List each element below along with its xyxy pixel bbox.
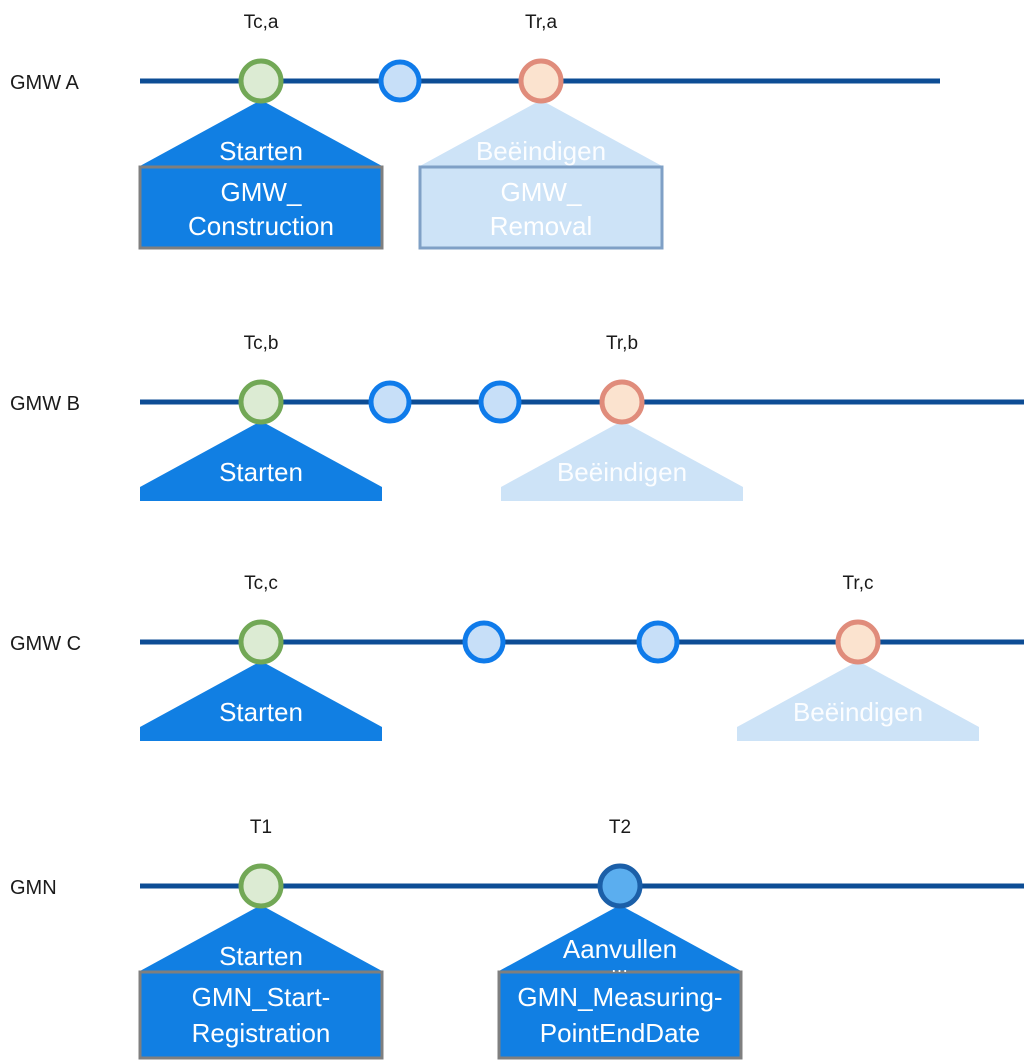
house-gmw-removal-roof [420,100,662,180]
time-label-gmw-b-0: Tc,b [244,333,279,354]
time-label-gmw-a-2: Tr,a [525,12,557,33]
removal-marker-gmw-b[interactable] [599,379,645,425]
row-label-gmw-a: GMW A [10,72,80,94]
house-gmn-measuringpoint-enddate: Aanvullen… GMN_Measuring- PointEndDate [497,905,743,1060]
house-gmn-start-registration-body-line-1: GMN_Start- [192,982,331,1012]
house-gmn-start-registration-roof [140,905,382,985]
house-gmn-measuringpoint-enddate-ellipsis: … [611,956,630,976]
removal-marker-gmw-a[interactable] [518,58,564,104]
house-gmw-removal-title: Beëindigen [476,136,606,166]
time-label-gmw-b-3: Tr,b [606,333,638,354]
time-label-gmw-a-0: Tc,a [244,12,279,33]
timeline-row-gmw-b: GMW B Starten Beëindigen Tc,b Tr,b [10,333,1024,501]
house-gmw-construction-body-line-2: Construction [188,211,334,241]
time-label-gmn-1: T2 [609,817,631,838]
house-gmn-measuringpoint-enddate-roof [499,905,741,985]
house-gmn-start-registration-body-line-2: Registration [192,1018,331,1048]
row-label-gmn: GMN [10,877,57,899]
house-starten-b-title: Starten [219,457,303,487]
house-gmw-construction-body-line-1: GMW_ [221,177,302,207]
row-label-gmw-b: GMW B [10,393,80,415]
removal-marker-gmw-c[interactable] [835,619,881,665]
house-starten-c: Starten [140,661,382,741]
house-gmn-measuringpoint-enddate-body-line-1: GMN_Measuring- [517,982,722,1012]
event-marker-1-gmw-a[interactable] [378,59,422,103]
house-starten-b: Starten [140,421,382,501]
measuringpoint-enddate-marker-gmn[interactable] [597,863,643,909]
house-gmn-measuringpoint-enddate-title: Aanvullen [563,934,677,964]
construction-marker-gmw-b[interactable] [238,379,284,425]
house-beeindigen-c-title: Beëindigen [793,697,923,727]
construction-marker-gmw-c[interactable] [238,619,284,665]
construction-marker-gmw-a[interactable] [238,58,284,104]
house-beeindigen-b-title: Beëindigen [557,457,687,487]
house-gmn-start-registration-body [138,970,384,1060]
house-gmn-measuringpoint-enddate-body [497,970,743,1060]
timeline-row-gmw-c: GMW C Starten Beëindigen Tc,c Tr,c [10,573,1024,741]
event-marker-2-gmw-c[interactable] [636,620,680,664]
row-label-gmw-c: GMW C [10,633,81,655]
house-beeindigen-c: Beëindigen [737,661,979,741]
house-gmw-removal-body-line-2: Removal [490,211,593,241]
house-starten-c-roof [140,661,382,741]
house-gmn-start-registration-title: Starten [219,941,303,971]
time-label-gmn-0: T1 [250,817,272,838]
house-beeindigen-b: Beëindigen [501,421,743,501]
time-label-gmw-c-0: Tc,c [244,573,278,594]
time-label-gmw-c-3: Tr,c [843,573,874,594]
house-gmw-construction-roof [140,100,382,180]
house-gmw-removal-body-line-1: GMW_ [501,177,582,207]
house-gmn-measuringpoint-enddate-body-line-2: PointEndDate [540,1018,700,1048]
start-registration-marker-gmn[interactable] [238,863,284,909]
house-beeindigen-b-roof [501,421,743,501]
event-marker-1-gmw-c[interactable] [462,620,506,664]
house-gmw-removal-body [418,165,664,250]
event-marker-1-gmw-b[interactable] [368,380,412,424]
house-beeindigen-c-roof [737,661,979,741]
house-gmw-construction-title: Starten [219,136,303,166]
house-starten-c-title: Starten [219,697,303,727]
event-marker-2-gmw-b[interactable] [478,380,522,424]
house-gmw-construction-body [138,165,384,250]
house-starten-b-roof [140,421,382,501]
